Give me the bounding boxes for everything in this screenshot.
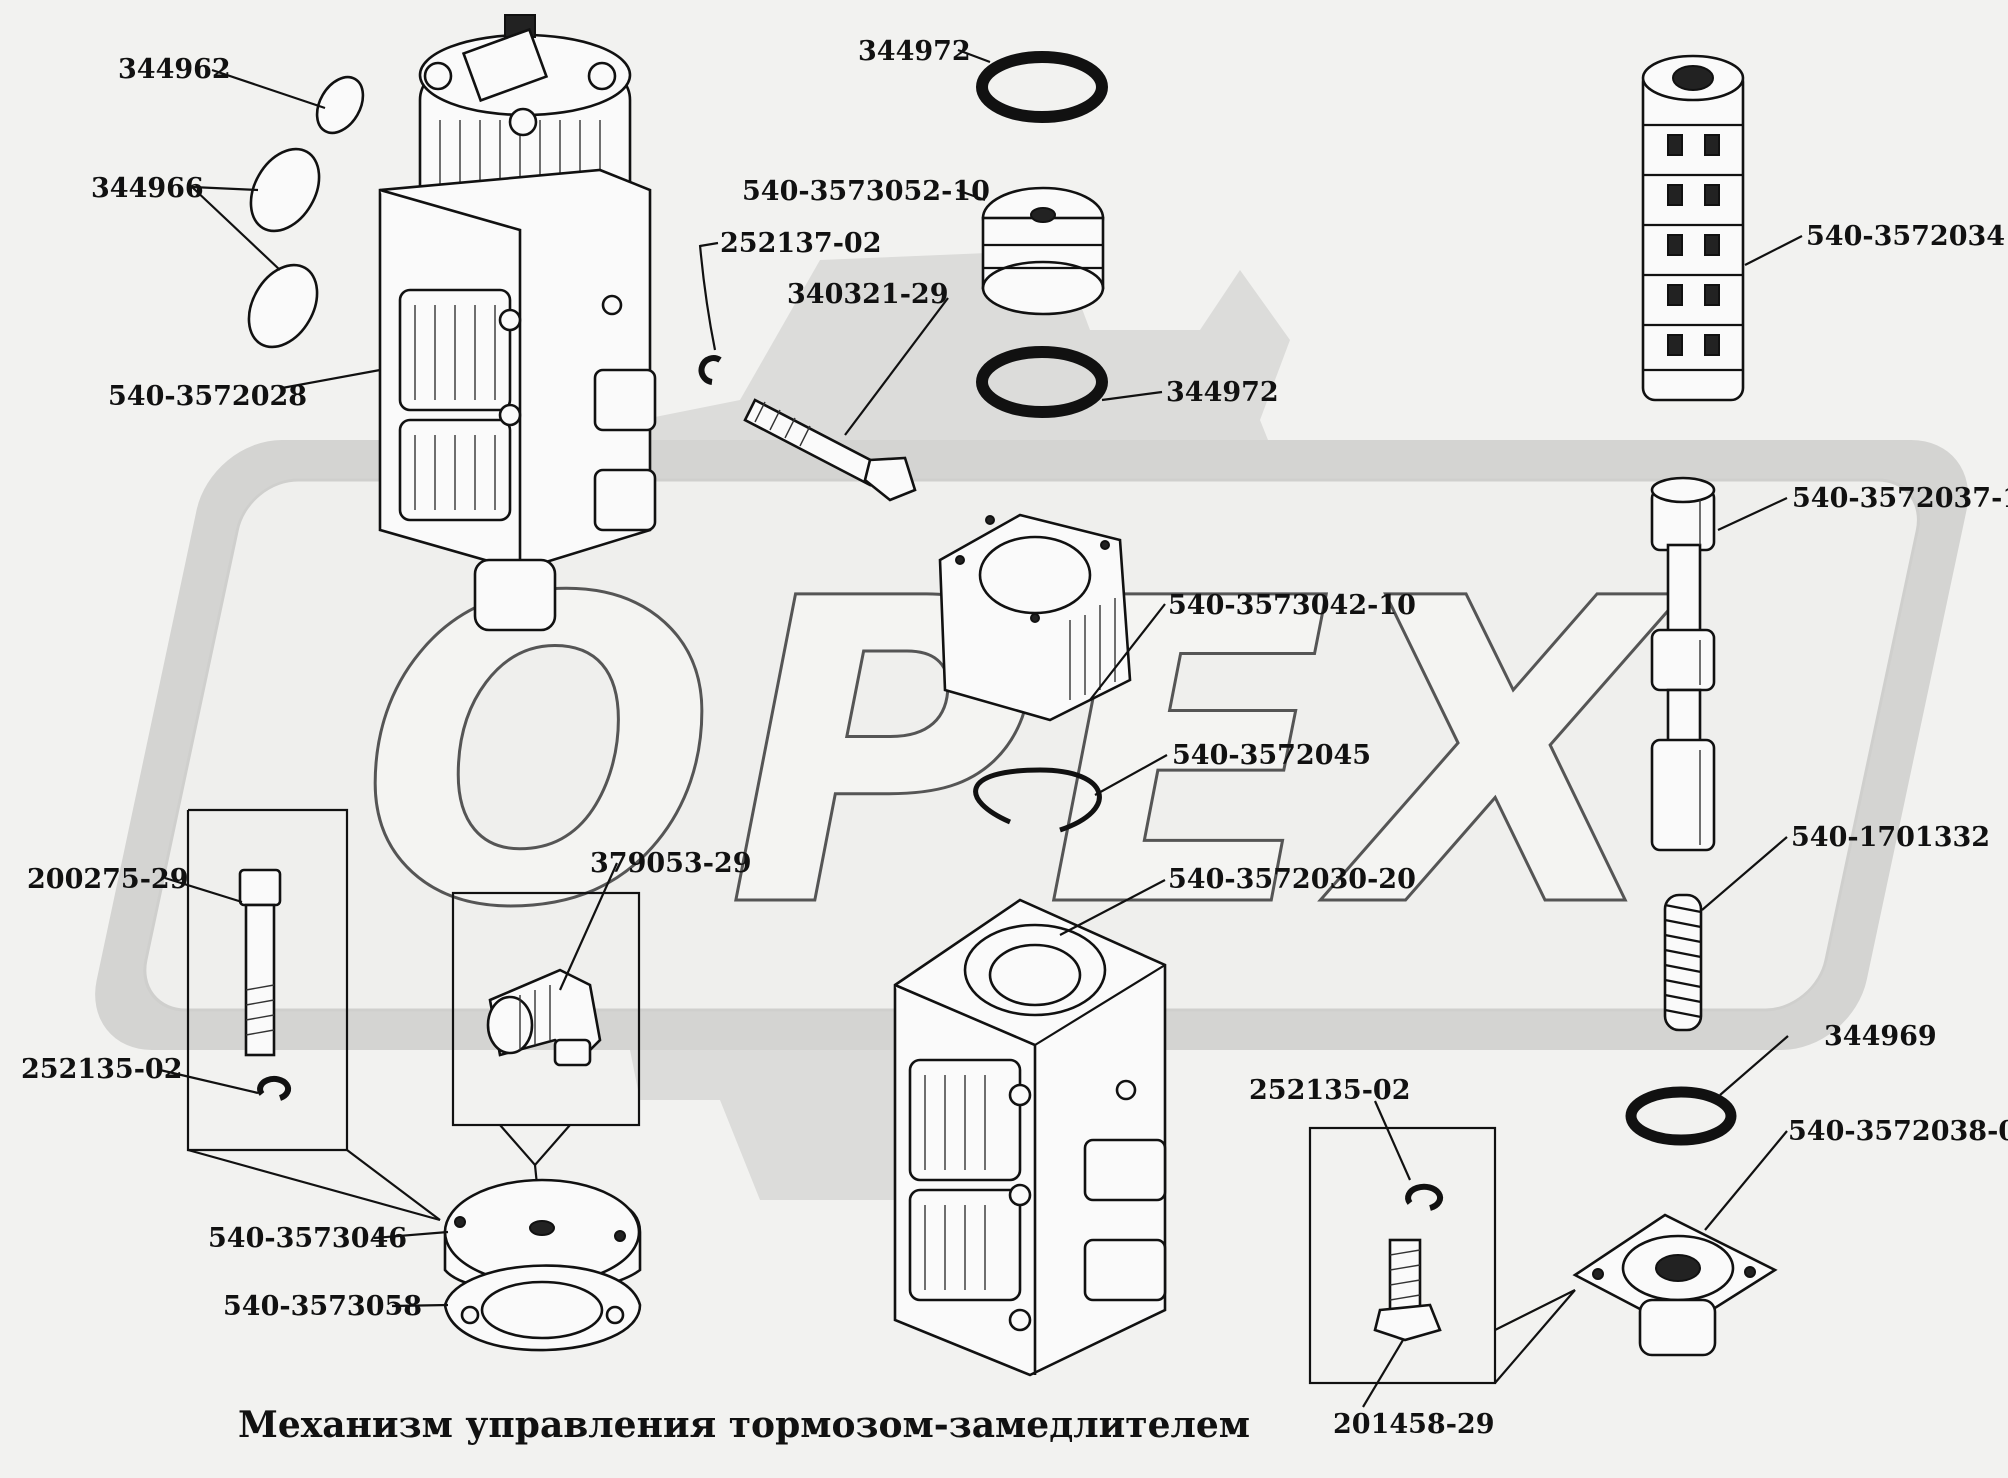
spring-1701332 (1663, 893, 1703, 1032)
left-inset (186, 808, 441, 1222)
label-540-3573058: 540-3573058 (223, 1291, 422, 1322)
label-540-3572034: 540-3572034 (1806, 221, 2005, 252)
label-252135-02-right: 252135-02 (1249, 1075, 1411, 1106)
housing-3572030 (893, 898, 1167, 1377)
label-201458-29: 201458-29 (1333, 1409, 1495, 1440)
clip-252137 (698, 244, 722, 385)
label-344972-mid: 344972 (1166, 377, 1279, 408)
bolt-340321 (743, 398, 917, 502)
label-540-3572038-01: 540-3572038-01 (1788, 1116, 2008, 1147)
label-540-3572045: 540-3572045 (1172, 740, 1371, 771)
label-344972-top: 344972 (858, 36, 971, 67)
label-340321-29: 340321-29 (787, 279, 949, 310)
label-540-3572028: 540-3572028 (108, 381, 307, 412)
label-540-3572030-20: 540-3572030-20 (1168, 864, 1416, 895)
main-assembly (378, 14, 657, 632)
middle-inset (451, 891, 641, 1216)
cage-3572034 (1641, 54, 1745, 402)
label-344962: 344962 (118, 54, 231, 85)
label-379053-29: 379053-29 (590, 848, 752, 879)
right-inset (1308, 1126, 1576, 1385)
leader-lines (159, 48, 1803, 1408)
label-252137-02: 252137-02 (720, 228, 882, 259)
label-540-3573052-10: 540-3573052-10 (742, 176, 990, 207)
label-540-3573042-10: 540-3573042-10 (1168, 590, 1416, 621)
label-540-3573046: 540-3573046 (208, 1223, 407, 1254)
part-labels: 344962 344966 540-3572028 344972 540-357… (21, 36, 2008, 1440)
spool-3572037 (1650, 476, 1716, 852)
label-200275-29: 200275-29 (27, 864, 189, 895)
ring-344969 (1625, 1086, 1737, 1146)
flange-3572038 (1572, 1213, 1778, 1357)
sleeve-3573042 (938, 513, 1132, 722)
label-344969: 344969 (1824, 1021, 1937, 1052)
o-rings-left (247, 75, 365, 349)
label-540-3572037-10: 540-3572037-10 (1792, 483, 2008, 514)
label-540-1701332: 540-1701332 (1791, 822, 1990, 853)
center-top-parts (976, 51, 1108, 418)
label-252135-02-left: 252135-02 (21, 1054, 183, 1085)
ring-3572045 (973, 767, 1102, 833)
label-344966: 344966 (91, 173, 204, 204)
flange-bottom-left (443, 1178, 642, 1352)
diagram-caption: Механизм управления тормозом-замедлителе… (238, 1404, 1250, 1446)
